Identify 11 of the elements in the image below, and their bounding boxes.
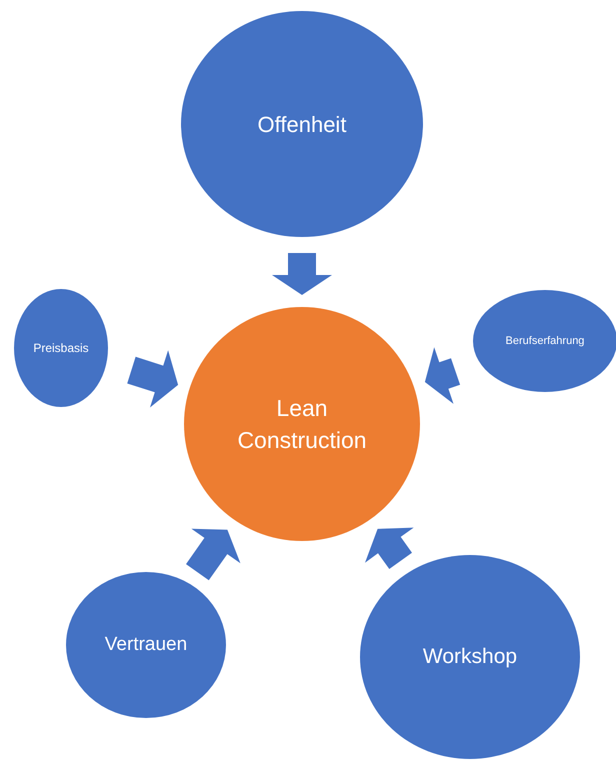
block-arrow — [272, 253, 332, 295]
node-label: Preisbasis — [32, 340, 90, 357]
block-arrow — [186, 528, 240, 580]
node-label: Workshop — [422, 644, 518, 670]
node-label: Berufserfahrung — [504, 334, 586, 349]
block-arrow — [424, 347, 460, 404]
node-label: Vertrauen — [104, 632, 188, 657]
block-arrow — [365, 528, 414, 569]
node-label: Lean Construction — [236, 394, 368, 455]
node-label: Offenheit — [256, 110, 348, 138]
block-arrow — [127, 350, 178, 408]
